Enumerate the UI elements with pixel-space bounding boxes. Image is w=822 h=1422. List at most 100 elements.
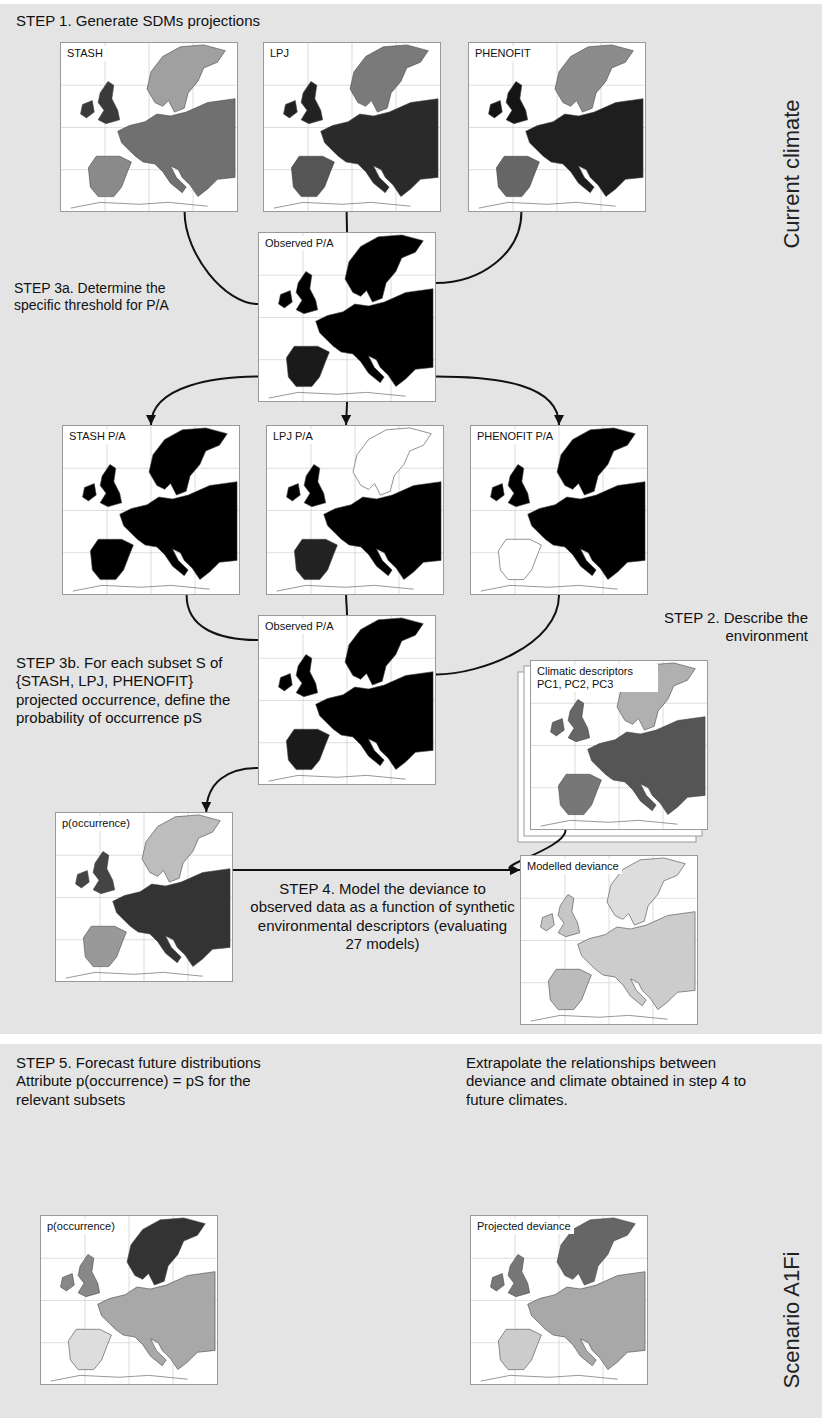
- land-britain: [301, 81, 323, 123]
- land-iberia: [90, 539, 133, 579]
- step-panel: STEP 1. Generate SDMs projectionsCurrent…: [0, 4, 822, 1034]
- flow-connector: [233, 869, 520, 871]
- land-scandinavia: [127, 1218, 205, 1285]
- land-mainland: [98, 1272, 215, 1370]
- map-label: p(occurrence): [44, 1219, 118, 1234]
- map-panel: Modelled deviance: [520, 855, 698, 1025]
- land-ireland: [81, 101, 95, 118]
- map-label: Modelled deviance: [524, 859, 622, 874]
- coastline: [269, 392, 406, 398]
- map-panel: Observed P/A: [258, 232, 436, 402]
- land-scandinavia: [149, 428, 227, 495]
- land-scandinavia: [345, 235, 423, 302]
- land-mainland: [118, 99, 235, 197]
- step-text: Extrapolate the relationships between de…: [466, 1054, 766, 1109]
- land-ireland: [551, 719, 565, 736]
- land-britain: [100, 464, 122, 506]
- europe-map: [259, 233, 435, 401]
- flow-connector: [436, 377, 559, 426]
- land-iberia: [548, 969, 591, 1009]
- land-iberia: [291, 156, 334, 196]
- map-panel: PHENOFIT P/A: [470, 425, 648, 595]
- land-mainland: [316, 289, 433, 387]
- map-panel: p(occurrence): [40, 1215, 218, 1385]
- land-ireland: [76, 871, 90, 888]
- land-britain: [98, 81, 120, 123]
- europe-map: [259, 616, 435, 784]
- step-text: STEP 3b. For each subset S of {STASH, LP…: [16, 654, 238, 727]
- land-scandinavia: [557, 428, 635, 495]
- coastline: [481, 1375, 618, 1381]
- land-ireland: [491, 484, 505, 501]
- land-scandinavia: [142, 815, 220, 882]
- land-britain: [506, 81, 528, 123]
- flow-connector: [346, 212, 348, 232]
- step-text: STEP 2. Describe the environment: [590, 609, 808, 646]
- land-iberia: [558, 774, 601, 814]
- land-mainland: [528, 482, 645, 580]
- europe-map: [61, 43, 237, 211]
- land-ireland: [489, 101, 503, 118]
- land-britain: [296, 654, 318, 696]
- step-text: STEP 5. Forecast future distributions At…: [16, 1054, 306, 1109]
- map-panel: STASH P/A: [62, 425, 240, 595]
- land-britain: [93, 851, 115, 893]
- europe-map: [521, 856, 697, 1024]
- land-ireland: [61, 1274, 75, 1291]
- land-iberia: [286, 729, 329, 769]
- side-label: Scenario A1Fi: [779, 1252, 805, 1389]
- step-text: STEP 1. Generate SDMs projections: [16, 12, 436, 30]
- land-mainland: [316, 672, 433, 770]
- land-scandinavia: [555, 45, 633, 112]
- land-mainland: [588, 717, 705, 815]
- land-britain: [296, 271, 318, 313]
- coastline: [71, 202, 208, 208]
- europe-map: [471, 1216, 647, 1384]
- land-britain: [508, 464, 530, 506]
- land-iberia: [286, 346, 329, 386]
- land-britain: [304, 464, 326, 506]
- flow-connector: [187, 595, 258, 640]
- europe-map: [264, 43, 440, 211]
- land-mainland: [528, 1272, 645, 1370]
- europe-map: [469, 43, 645, 211]
- land-mainland: [113, 869, 230, 967]
- land-britain: [568, 699, 590, 741]
- step-text: STEP 3a. Determine the specific threshol…: [14, 280, 199, 314]
- flow-connector: [436, 212, 521, 283]
- coastline: [277, 585, 414, 591]
- map-label: STASH: [64, 46, 106, 61]
- map-panel: LPJ: [263, 42, 441, 212]
- land-iberia: [498, 539, 541, 579]
- land-ireland: [541, 914, 555, 931]
- map-panel: Climatic descriptors PC1, PC2, PC3: [530, 660, 708, 830]
- coastline: [541, 820, 678, 826]
- coastline: [51, 1375, 188, 1381]
- land-mainland: [578, 912, 695, 1010]
- land-mainland: [324, 482, 441, 580]
- land-iberia: [294, 539, 337, 579]
- europe-map: [41, 1216, 217, 1384]
- land-ireland: [491, 1274, 505, 1291]
- land-ireland: [284, 101, 298, 118]
- land-scandinavia: [147, 45, 225, 112]
- map-label: STASH P/A: [66, 429, 129, 444]
- coastline: [479, 202, 616, 208]
- step-panel: STEP 5. Forecast future distributions At…: [0, 1044, 822, 1418]
- europe-map: [56, 813, 232, 981]
- map-label: PHENOFIT P/A: [474, 429, 556, 444]
- flow-connector: [185, 212, 258, 304]
- land-iberia: [68, 1329, 111, 1369]
- map-panel: STASH: [60, 42, 238, 212]
- coastline: [73, 585, 210, 591]
- land-britain: [558, 894, 580, 936]
- land-iberia: [88, 156, 131, 196]
- land-mainland: [526, 99, 643, 197]
- flow-connector: [345, 595, 348, 615]
- map-label: LPJ P/A: [270, 429, 316, 444]
- land-scandinavia: [350, 45, 428, 112]
- map-label: LPJ: [267, 46, 292, 61]
- land-iberia: [496, 156, 539, 196]
- coastline: [481, 585, 618, 591]
